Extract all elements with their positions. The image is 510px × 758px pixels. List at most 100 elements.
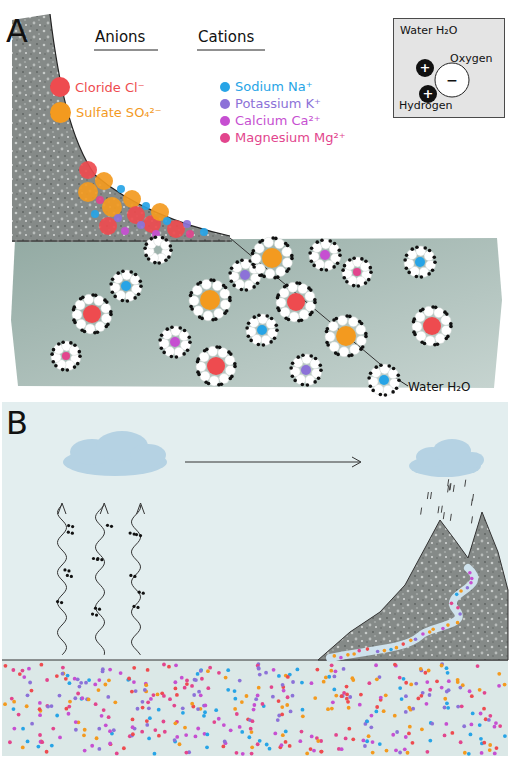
water-molecule bbox=[130, 275, 140, 285]
rain-drop bbox=[471, 499, 472, 506]
rain-drop bbox=[427, 492, 428, 499]
ion-dot bbox=[17, 713, 21, 717]
ion-dot bbox=[482, 707, 486, 711]
vapour-dot bbox=[142, 592, 145, 595]
oxygen-atom bbox=[435, 63, 469, 97]
hydrogen-dot bbox=[196, 357, 200, 361]
ion-dot bbox=[326, 707, 330, 711]
ion-dot bbox=[495, 746, 499, 750]
hydrogen-dot bbox=[301, 383, 305, 387]
ion-dot bbox=[199, 693, 203, 697]
water-molecule bbox=[416, 331, 426, 341]
ion bbox=[62, 352, 70, 360]
rock bbox=[12, 14, 230, 242]
ion-dot bbox=[411, 741, 415, 745]
hydrogen-dot bbox=[369, 384, 373, 388]
ion-dot bbox=[488, 748, 492, 752]
hydrogen-dot bbox=[80, 328, 84, 332]
water-molecule bbox=[329, 342, 339, 352]
hydrogen-dot bbox=[357, 284, 361, 288]
ion-dot bbox=[330, 663, 334, 667]
ion-dot bbox=[18, 672, 22, 676]
ion-dot bbox=[398, 686, 402, 690]
vapour-dots bbox=[67, 531, 74, 535]
water-molecule bbox=[348, 317, 358, 327]
hydrogen-dot bbox=[314, 357, 318, 361]
vapour-dot bbox=[132, 605, 135, 608]
arrow-head bbox=[352, 457, 361, 467]
ion-dot bbox=[395, 730, 399, 734]
ion-dot bbox=[420, 727, 424, 731]
ion-dot bbox=[143, 688, 147, 692]
ion-dot bbox=[175, 735, 179, 739]
ion-dot bbox=[113, 700, 117, 704]
ion bbox=[257, 325, 267, 335]
ion-dot bbox=[270, 685, 274, 689]
ion-dot bbox=[74, 728, 78, 732]
ion-dot bbox=[288, 744, 292, 748]
ion-dot bbox=[458, 686, 462, 690]
ion-dot bbox=[347, 706, 351, 710]
hydrogen-dot bbox=[121, 270, 125, 274]
ion-dot bbox=[90, 744, 94, 748]
sea bbox=[2, 660, 508, 756]
ion-dot bbox=[407, 732, 411, 736]
ion-dot bbox=[196, 727, 200, 731]
ion-dot bbox=[389, 648, 393, 652]
vapour-dot bbox=[138, 591, 141, 594]
ion bbox=[121, 227, 129, 235]
hydrogen-dot bbox=[396, 374, 400, 378]
ion-dot bbox=[332, 674, 336, 678]
ion-dot bbox=[162, 663, 166, 667]
ion-dot bbox=[58, 736, 62, 740]
ion-dot bbox=[280, 713, 284, 717]
ion-dot bbox=[443, 706, 447, 710]
ion-dot bbox=[82, 733, 86, 737]
hydrogen-dot bbox=[298, 282, 302, 286]
ion bbox=[183, 220, 191, 228]
ion bbox=[95, 172, 113, 190]
ion-dot bbox=[476, 664, 480, 668]
ion-dot bbox=[334, 694, 338, 698]
ion-dot bbox=[61, 666, 65, 670]
rain-drop bbox=[430, 492, 431, 499]
ion bbox=[123, 190, 141, 208]
ion-dot bbox=[447, 679, 451, 683]
hydrogen-dot bbox=[160, 333, 164, 337]
ion-dot bbox=[22, 675, 26, 679]
hydrogen-dot bbox=[190, 291, 194, 295]
ion-dot bbox=[173, 738, 177, 742]
water-molecule bbox=[200, 371, 210, 381]
water-molecule bbox=[179, 331, 189, 341]
water-molecule bbox=[276, 266, 286, 276]
hydrogen-dot bbox=[257, 314, 261, 318]
ion-dot bbox=[315, 668, 319, 672]
ion-dot bbox=[241, 752, 245, 756]
ion-dot bbox=[444, 722, 448, 726]
hydrogen-dot bbox=[293, 379, 297, 383]
ion-dot bbox=[250, 752, 254, 756]
ion-dot bbox=[277, 674, 281, 678]
ion-dot bbox=[428, 693, 432, 697]
ion-dot bbox=[493, 752, 497, 756]
ion-dot bbox=[268, 747, 272, 751]
ion-dot bbox=[136, 707, 140, 711]
ion-dot bbox=[73, 696, 77, 700]
ion bbox=[207, 357, 225, 375]
ion-dot bbox=[346, 653, 350, 657]
vapour-dot bbox=[139, 534, 142, 537]
ion-dot bbox=[456, 705, 460, 709]
hydrogen-dot bbox=[113, 295, 117, 299]
hydrogen-dot bbox=[116, 271, 120, 275]
ion-dot bbox=[196, 707, 200, 711]
hydrated-ion bbox=[109, 270, 142, 303]
hydrogen-dot bbox=[308, 251, 312, 255]
hydrogen-dot bbox=[291, 361, 295, 365]
hydrogen-dot bbox=[296, 355, 300, 359]
hydrogen-dot bbox=[133, 296, 137, 300]
ion-dot bbox=[503, 683, 507, 687]
ion-dot bbox=[346, 700, 350, 704]
ion-dot bbox=[196, 672, 200, 676]
ion-dot bbox=[185, 682, 189, 686]
ion-dot bbox=[322, 680, 326, 684]
